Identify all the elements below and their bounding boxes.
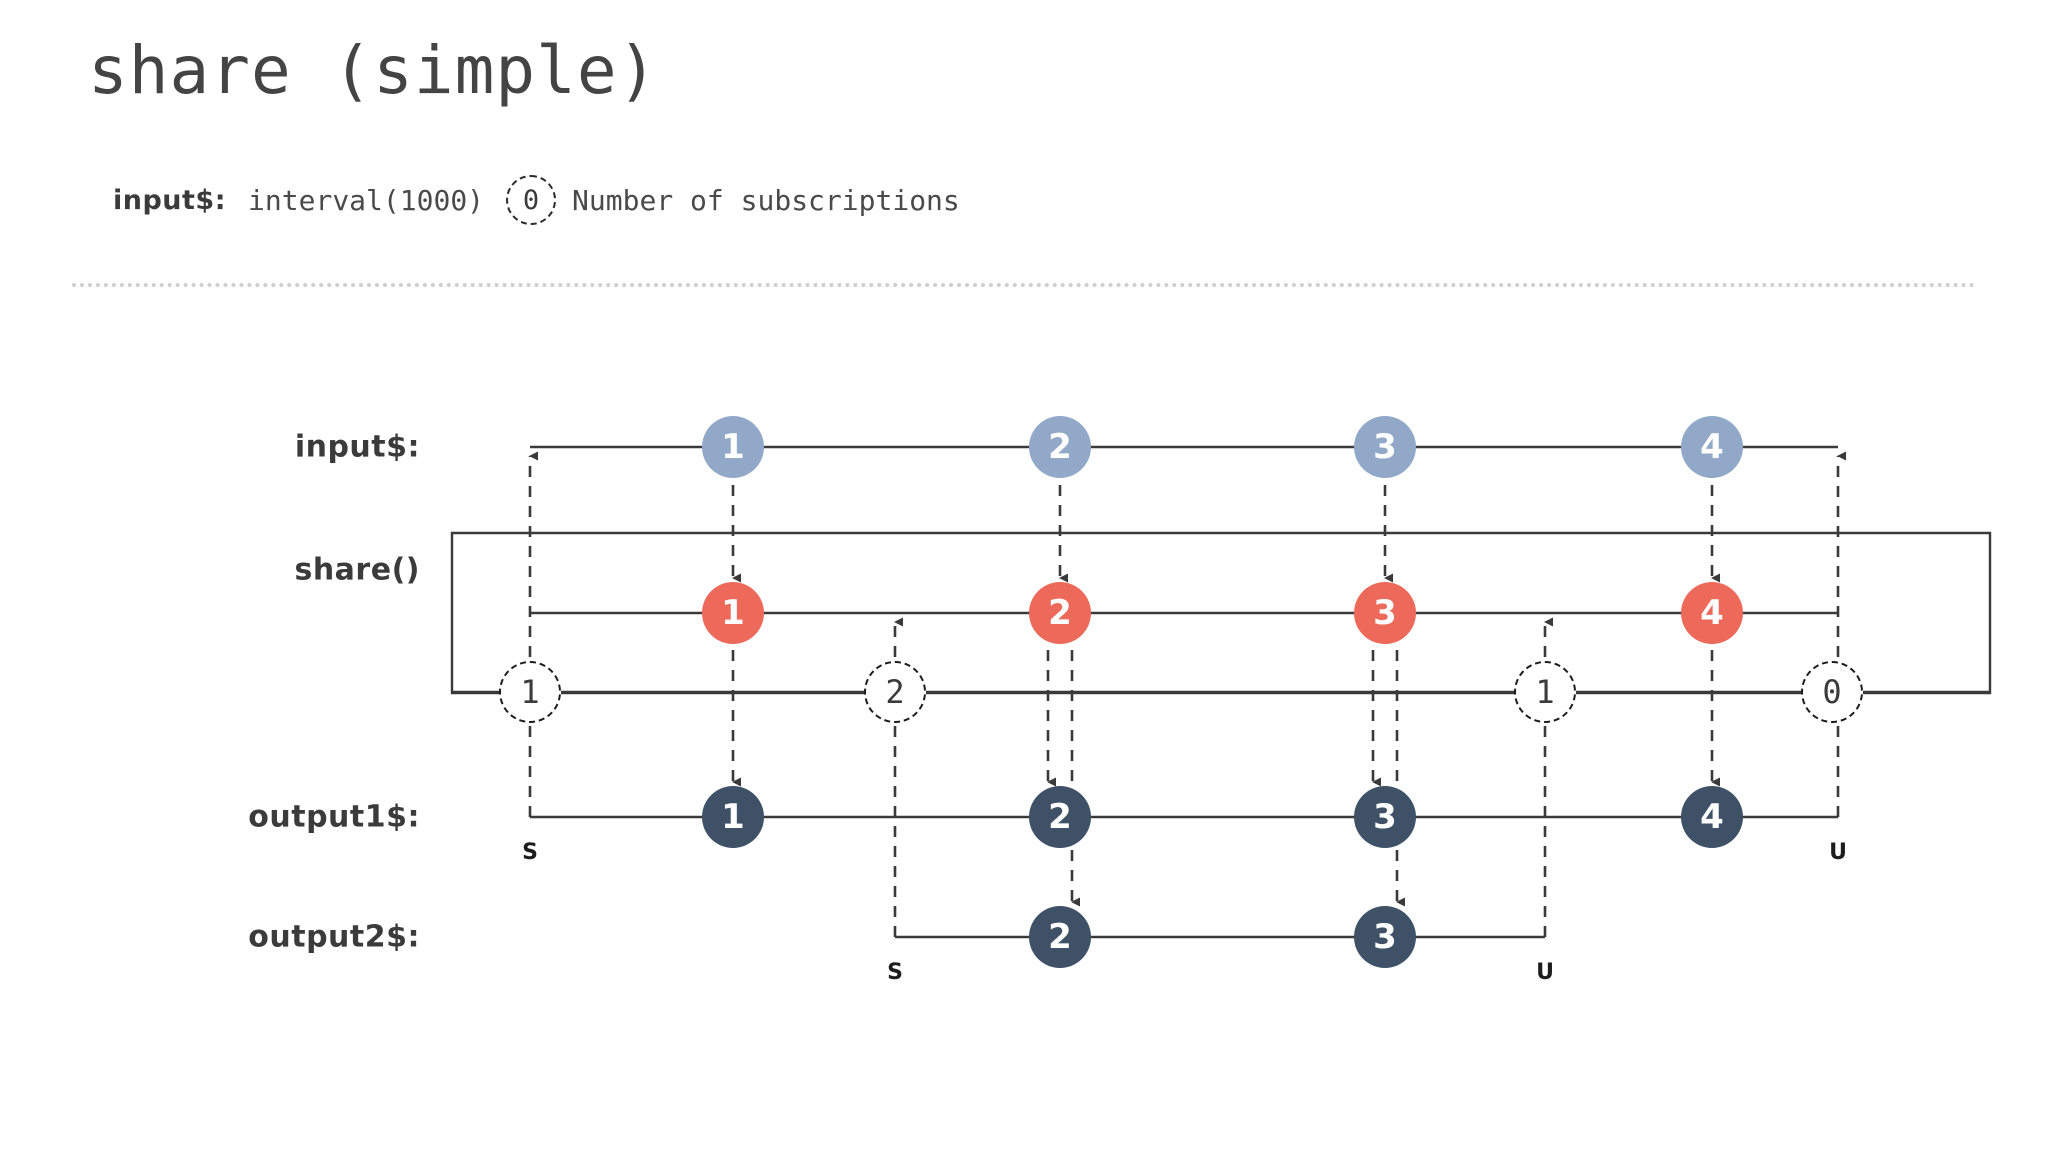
emission-arrows-input-to-shared <box>731 485 1720 583</box>
input-marble[interactable]: 2 <box>1029 416 1091 478</box>
output2-marble[interactable]: 3 <box>1354 906 1416 968</box>
row-label-input: input$: <box>294 429 420 465</box>
shared-marble[interactable]: 3 <box>1354 582 1416 644</box>
output1-marble[interactable]: 3 <box>1354 786 1416 848</box>
legend: input$: interval(1000) 0 Number of subsc… <box>113 175 960 225</box>
shared-marble[interactable]: 1 <box>702 582 764 644</box>
legend-key: input$: <box>113 184 227 216</box>
input-marble[interactable]: 1 <box>702 416 764 478</box>
row-label-output2: output2$: <box>248 919 420 955</box>
emission-arrows-shared-to-output1 <box>731 650 1720 787</box>
input-marble[interactable]: 3 <box>1354 416 1416 478</box>
emission-arrows-shared-to-output2 <box>1070 650 1405 907</box>
shared-marble[interactable]: 2 <box>1029 582 1091 644</box>
subscription-count-legend-icon: 0 <box>506 175 557 225</box>
row-label-output1: output1$: <box>248 799 420 835</box>
header-divider <box>72 283 1976 287</box>
shared-marble[interactable]: 4 <box>1681 582 1743 644</box>
output1-marble[interactable]: 2 <box>1029 786 1091 848</box>
output2-marble[interactable]: 2 <box>1029 906 1091 968</box>
subscription-count-badge: 0 <box>1801 661 1863 723</box>
legend-note: Number of subscriptions <box>572 183 960 217</box>
output1-marble[interactable]: 1 <box>702 786 764 848</box>
output2-subscribe-marker: S <box>887 960 903 985</box>
output1-unsubscribe-marker: U <box>1829 840 1847 865</box>
subscription-count-badge: 2 <box>864 661 926 723</box>
subscription-count-badge: 1 <box>499 661 561 723</box>
output1-marble[interactable]: 4 <box>1681 786 1743 848</box>
input-marble[interactable]: 4 <box>1681 416 1743 478</box>
legend-value: interval(1000) <box>248 183 485 217</box>
page-title: share (simple) <box>88 32 659 109</box>
output2-unsubscribe-marker: U <box>1536 960 1554 985</box>
output1-subscribe-marker: S <box>522 840 538 865</box>
row-label-share: share() <box>294 552 420 588</box>
subscription-count-badge: 1 <box>1514 661 1576 723</box>
